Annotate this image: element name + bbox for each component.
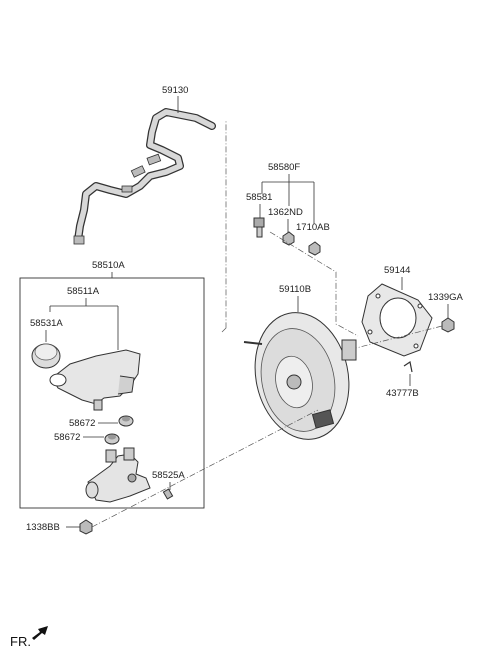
label-grommet-1: 58672 xyxy=(69,418,95,429)
grommet-1[interactable] xyxy=(118,415,134,427)
orientation-label: FR. xyxy=(10,634,31,649)
bleeder-screw[interactable] xyxy=(162,488,174,500)
master-cylinder[interactable] xyxy=(85,447,151,503)
label-grommet-2: 58672 xyxy=(54,432,80,443)
bolt[interactable] xyxy=(253,217,265,238)
arrow-icon xyxy=(32,626,48,640)
label-clevis-pin: 43777B xyxy=(386,388,419,399)
reservoir-tank[interactable] xyxy=(49,349,141,411)
nut-d[interactable] xyxy=(79,519,93,535)
label-nut-a: 1362ND xyxy=(268,207,303,218)
nut-a[interactable] xyxy=(282,231,295,246)
clevis-pin[interactable] xyxy=(403,361,413,373)
label-nut-b: 1710AB xyxy=(296,222,330,233)
nut-b[interactable] xyxy=(308,241,321,256)
label-booster: 59110B xyxy=(279,284,311,295)
label-cap: 58531A xyxy=(30,318,63,329)
label-bolt-group: 58580F xyxy=(268,162,300,173)
vacuum-hose[interactable] xyxy=(73,108,216,245)
gasket[interactable] xyxy=(361,283,433,357)
label-reservoir: 58511A xyxy=(67,286,100,297)
label-bleeder: 58525A xyxy=(152,470,185,481)
label-bolt: 58581 xyxy=(246,192,272,203)
brake-booster[interactable] xyxy=(243,304,361,448)
label-nut-c: 1339GA xyxy=(428,292,464,303)
label-reservoir-assy: 58510A xyxy=(92,260,125,271)
reservoir-cap[interactable] xyxy=(31,343,61,369)
label-gasket: 59144 xyxy=(384,265,410,276)
label-hose: 59130 xyxy=(162,85,188,96)
reservoir-assy-frame xyxy=(19,277,205,509)
label-nut-d: 1338BB xyxy=(26,522,60,533)
nut-c[interactable] xyxy=(441,317,455,333)
grommet-2[interactable] xyxy=(104,433,120,445)
